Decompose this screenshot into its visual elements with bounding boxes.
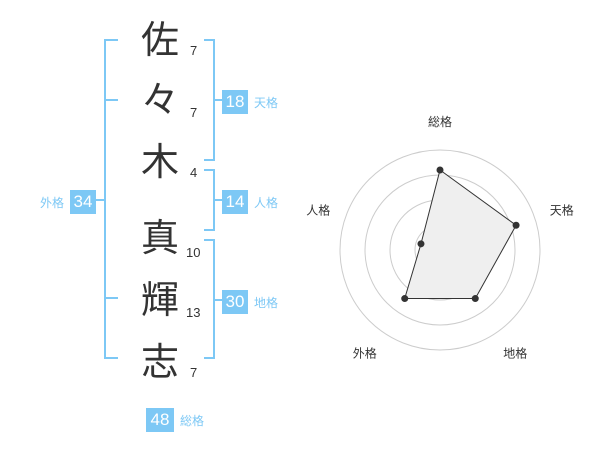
radar-axis-label-2: 天格 [550,202,574,217]
name-char-1: 佐 [140,18,179,62]
radar-point-4 [401,295,409,303]
gaikaku-value: 34 [70,190,96,214]
tenkaku-value: 18 [222,90,248,114]
name-char-5: 輝 [140,278,179,322]
chikaku-label: 地格 [254,296,279,310]
radar-axis-label-4: 外格 [353,346,377,361]
jinkaku-value: 14 [222,190,248,214]
stroke-count-5: 13 [186,305,201,320]
radar-point-1 [436,166,444,174]
name-char-4: 真 [140,216,179,260]
name-char-3: 木 [140,140,179,184]
radar-axis-label-1: 総格 [428,114,452,129]
stroke-count-3: 4 [190,165,198,180]
stroke-count-4: 10 [186,245,201,260]
soukaku-value: 48 [146,408,174,432]
soukaku-label: 総格 [180,414,205,428]
radar-point-3 [471,295,479,303]
radar-axis-label-3: 地格 [503,346,527,361]
stroke-count-6: 7 [190,365,198,380]
stroke-count-1: 7 [190,43,198,58]
radar-points [401,166,520,303]
name-char-6: 志 [140,340,179,384]
radar-axis-label-5: 人格 [306,202,330,217]
jinkaku-label: 人格 [254,196,279,210]
radar-ring-4 [339,149,541,351]
chikaku-value: 30 [222,290,248,314]
gaikaku-label: 外格 [40,196,65,210]
radar-point-2 [512,221,520,229]
radar-point-5 [417,240,425,248]
stroke-count-2: 7 [190,105,198,120]
radar-polygon [404,169,517,299]
name-char-2: 々 [140,78,179,122]
tenkaku-label: 天格 [254,96,279,110]
